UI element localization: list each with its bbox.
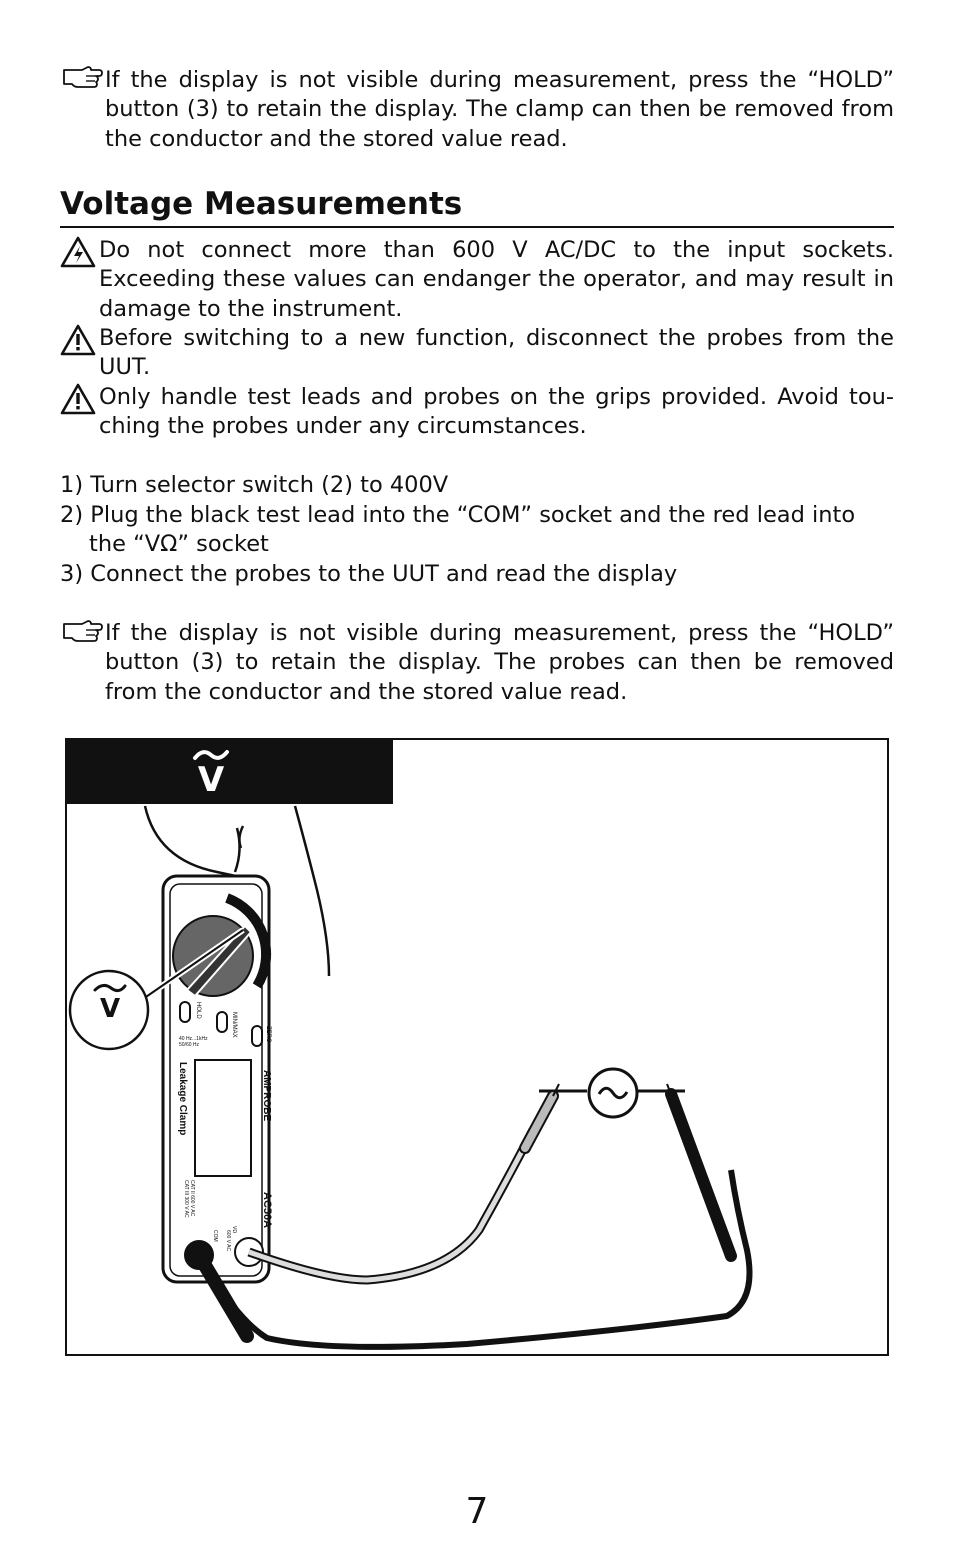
- warning-handle-grips: Only handle test leads and probes on the…: [99, 384, 894, 440]
- step-2-line-1: 2) Plug the black test lead into the “CO…: [60, 502, 856, 528]
- model-label: AC50A: [261, 1192, 273, 1228]
- meter-body: [125, 874, 272, 1284]
- hand-pointer-icon: [63, 66, 103, 88]
- mode-header: V: [67, 740, 393, 804]
- warning-triangle-icon: [60, 383, 96, 415]
- zero-label: ZERO: [265, 1026, 271, 1043]
- red-test-lead: [247, 1083, 560, 1285]
- page-number: 7: [465, 1491, 489, 1532]
- voltage-rating-label: 600 V AC: [225, 1230, 231, 1252]
- product-name-label: Leakage Clamp: [177, 1062, 188, 1135]
- warning-lightning-icon: [60, 236, 96, 268]
- freq-mains-label: 50/60 Hz: [179, 1042, 200, 1048]
- cat-iii-label: CAT III 300 V AC: [183, 1180, 189, 1218]
- voltage-measurement-figure: V: [65, 738, 889, 1356]
- ac-source-icon: [539, 1067, 685, 1119]
- warning-triangle-icon: [60, 324, 96, 356]
- step-2: 2) Plug the black test lead into the “CO…: [60, 501, 894, 560]
- vohm-socket-label: VΩ: [231, 1226, 237, 1233]
- step-1: 1) Turn selector switch (2) to 400V: [60, 472, 449, 498]
- warning-disconnect-probes: Before switching to a new function, disc…: [99, 325, 894, 381]
- note-clamp-hold: If the display is not visible during mea…: [105, 67, 894, 152]
- freq-range-label: 40 Hz...1kHz: [179, 1036, 208, 1042]
- hand-pointer-icon: [63, 620, 103, 642]
- com-socket-label: COM: [212, 1230, 218, 1242]
- cat-ii-label: CAT II 600 V AC: [189, 1180, 195, 1217]
- step-3: 3) Connect the probes to the UUT and rea…: [60, 561, 678, 587]
- step-2-line-2: the “VΩ” socket: [89, 531, 269, 558]
- section-title: Voltage Measurements: [60, 183, 894, 228]
- mode-label: V: [197, 760, 225, 800]
- function-callout: [68, 969, 150, 1051]
- warning-voltage-limit: Do not connect more than 600 V AC/DC to …: [99, 237, 894, 322]
- meter-illustration: AMPROBE AC50A Leakage Clamp HOLD MIN/MAX…: [68, 805, 753, 1350]
- note-probe-hold: If the display is not visible during mea…: [105, 620, 894, 705]
- hold-label: HOLD: [195, 1002, 201, 1019]
- black-test-lead: [190, 1083, 753, 1350]
- minmax-label: MIN/MAX: [231, 1012, 237, 1038]
- clamp-jaws: [143, 805, 331, 977]
- callout-label: V: [99, 994, 121, 1024]
- brand-label: AMPROBE: [261, 1070, 272, 1121]
- ac-tilde-icon: [193, 750, 229, 760]
